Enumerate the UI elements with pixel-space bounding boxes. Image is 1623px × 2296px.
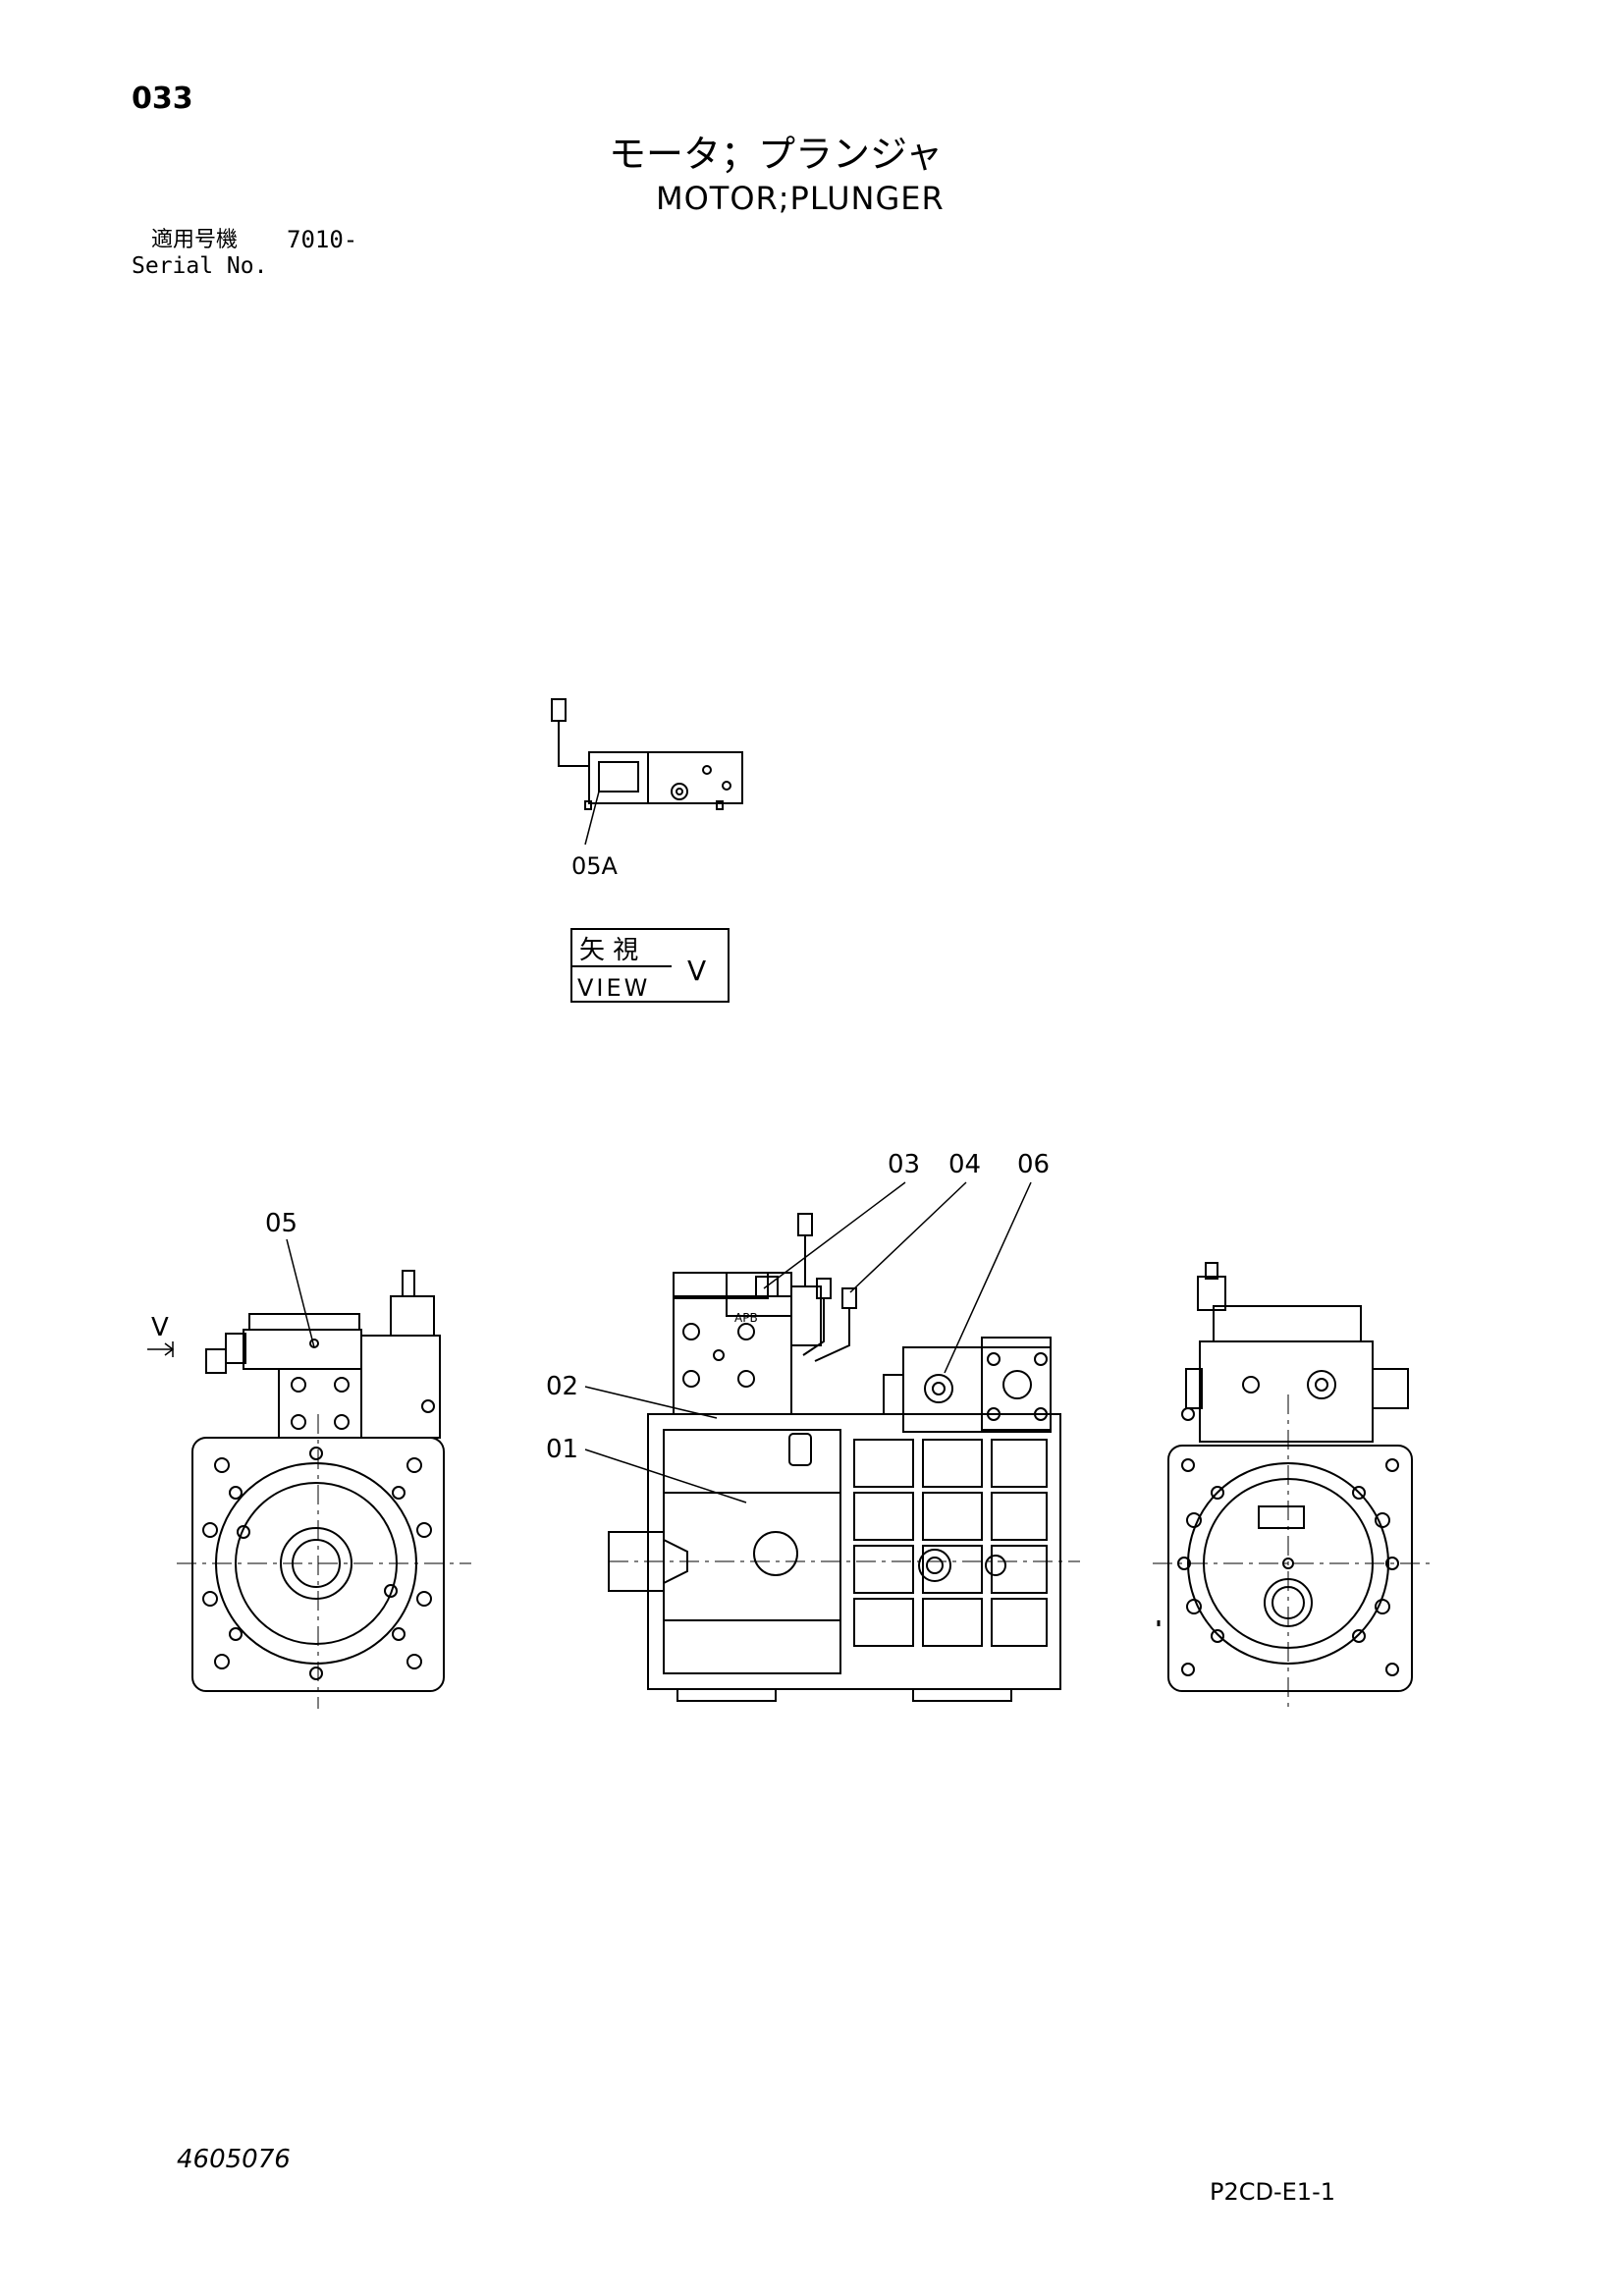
- leader-line-02: [584, 1386, 718, 1419]
- leader-line-03: [763, 1181, 906, 1289]
- solenoid-label: APB: [734, 1311, 758, 1325]
- view-box-label-japanese: 矢 視: [579, 936, 638, 965]
- callout-03: 03: [888, 1150, 920, 1179]
- callout-05a: 05A: [571, 852, 619, 880]
- leader-line-04: [849, 1181, 967, 1293]
- page-number: 033: [132, 82, 193, 116]
- page-title-japanese: モータ；プランジャ: [609, 133, 944, 176]
- view-box: 矢 視 VIEW V: [570, 928, 730, 1003]
- serial-number-value: 7010-: [287, 226, 358, 253]
- connector-plug-icon: [816, 1278, 832, 1299]
- right-end-view: [1153, 1262, 1430, 1709]
- leader-line-06: [944, 1181, 1032, 1374]
- view-arrow-label: V: [151, 1313, 169, 1342]
- leader-line-05: [286, 1238, 315, 1348]
- leader-line-01: [584, 1449, 747, 1503]
- leader-line-05a: [584, 791, 600, 846]
- view-box-letter: V: [687, 955, 706, 987]
- view-v-detail: 05A: [551, 698, 743, 880]
- flange-bolt-holes: [1177, 1458, 1399, 1676]
- housing-ribs: [853, 1439, 1048, 1647]
- callout-02: 02: [546, 1372, 578, 1401]
- sheet-code: P2CD-E1-1: [1210, 2178, 1336, 2206]
- connector-plug-icon: [797, 1213, 813, 1236]
- serial-label-japanese: 適用号機: [151, 228, 239, 252]
- callout-01: 01: [546, 1435, 578, 1464]
- callout-04: 04: [948, 1150, 981, 1179]
- connector-plug-icon: [841, 1287, 857, 1309]
- flange-bolt-holes: [202, 1447, 432, 1680]
- callout-06: 06: [1017, 1150, 1050, 1179]
- callout-05: 05: [265, 1209, 298, 1238]
- center-side-view: APB 02 01 03 04 06: [546, 1150, 1080, 1702]
- serial-label-english: Serial No.: [132, 253, 268, 279]
- connector-plug-icon: [551, 698, 567, 722]
- view-box-label-english: VIEW: [577, 974, 650, 1002]
- page-title-english: MOTOR;PLUNGER: [656, 180, 945, 217]
- left-end-view: V 05: [147, 1209, 471, 1709]
- solenoid-block: [588, 751, 743, 804]
- document-number: 4605076: [177, 2145, 291, 2174]
